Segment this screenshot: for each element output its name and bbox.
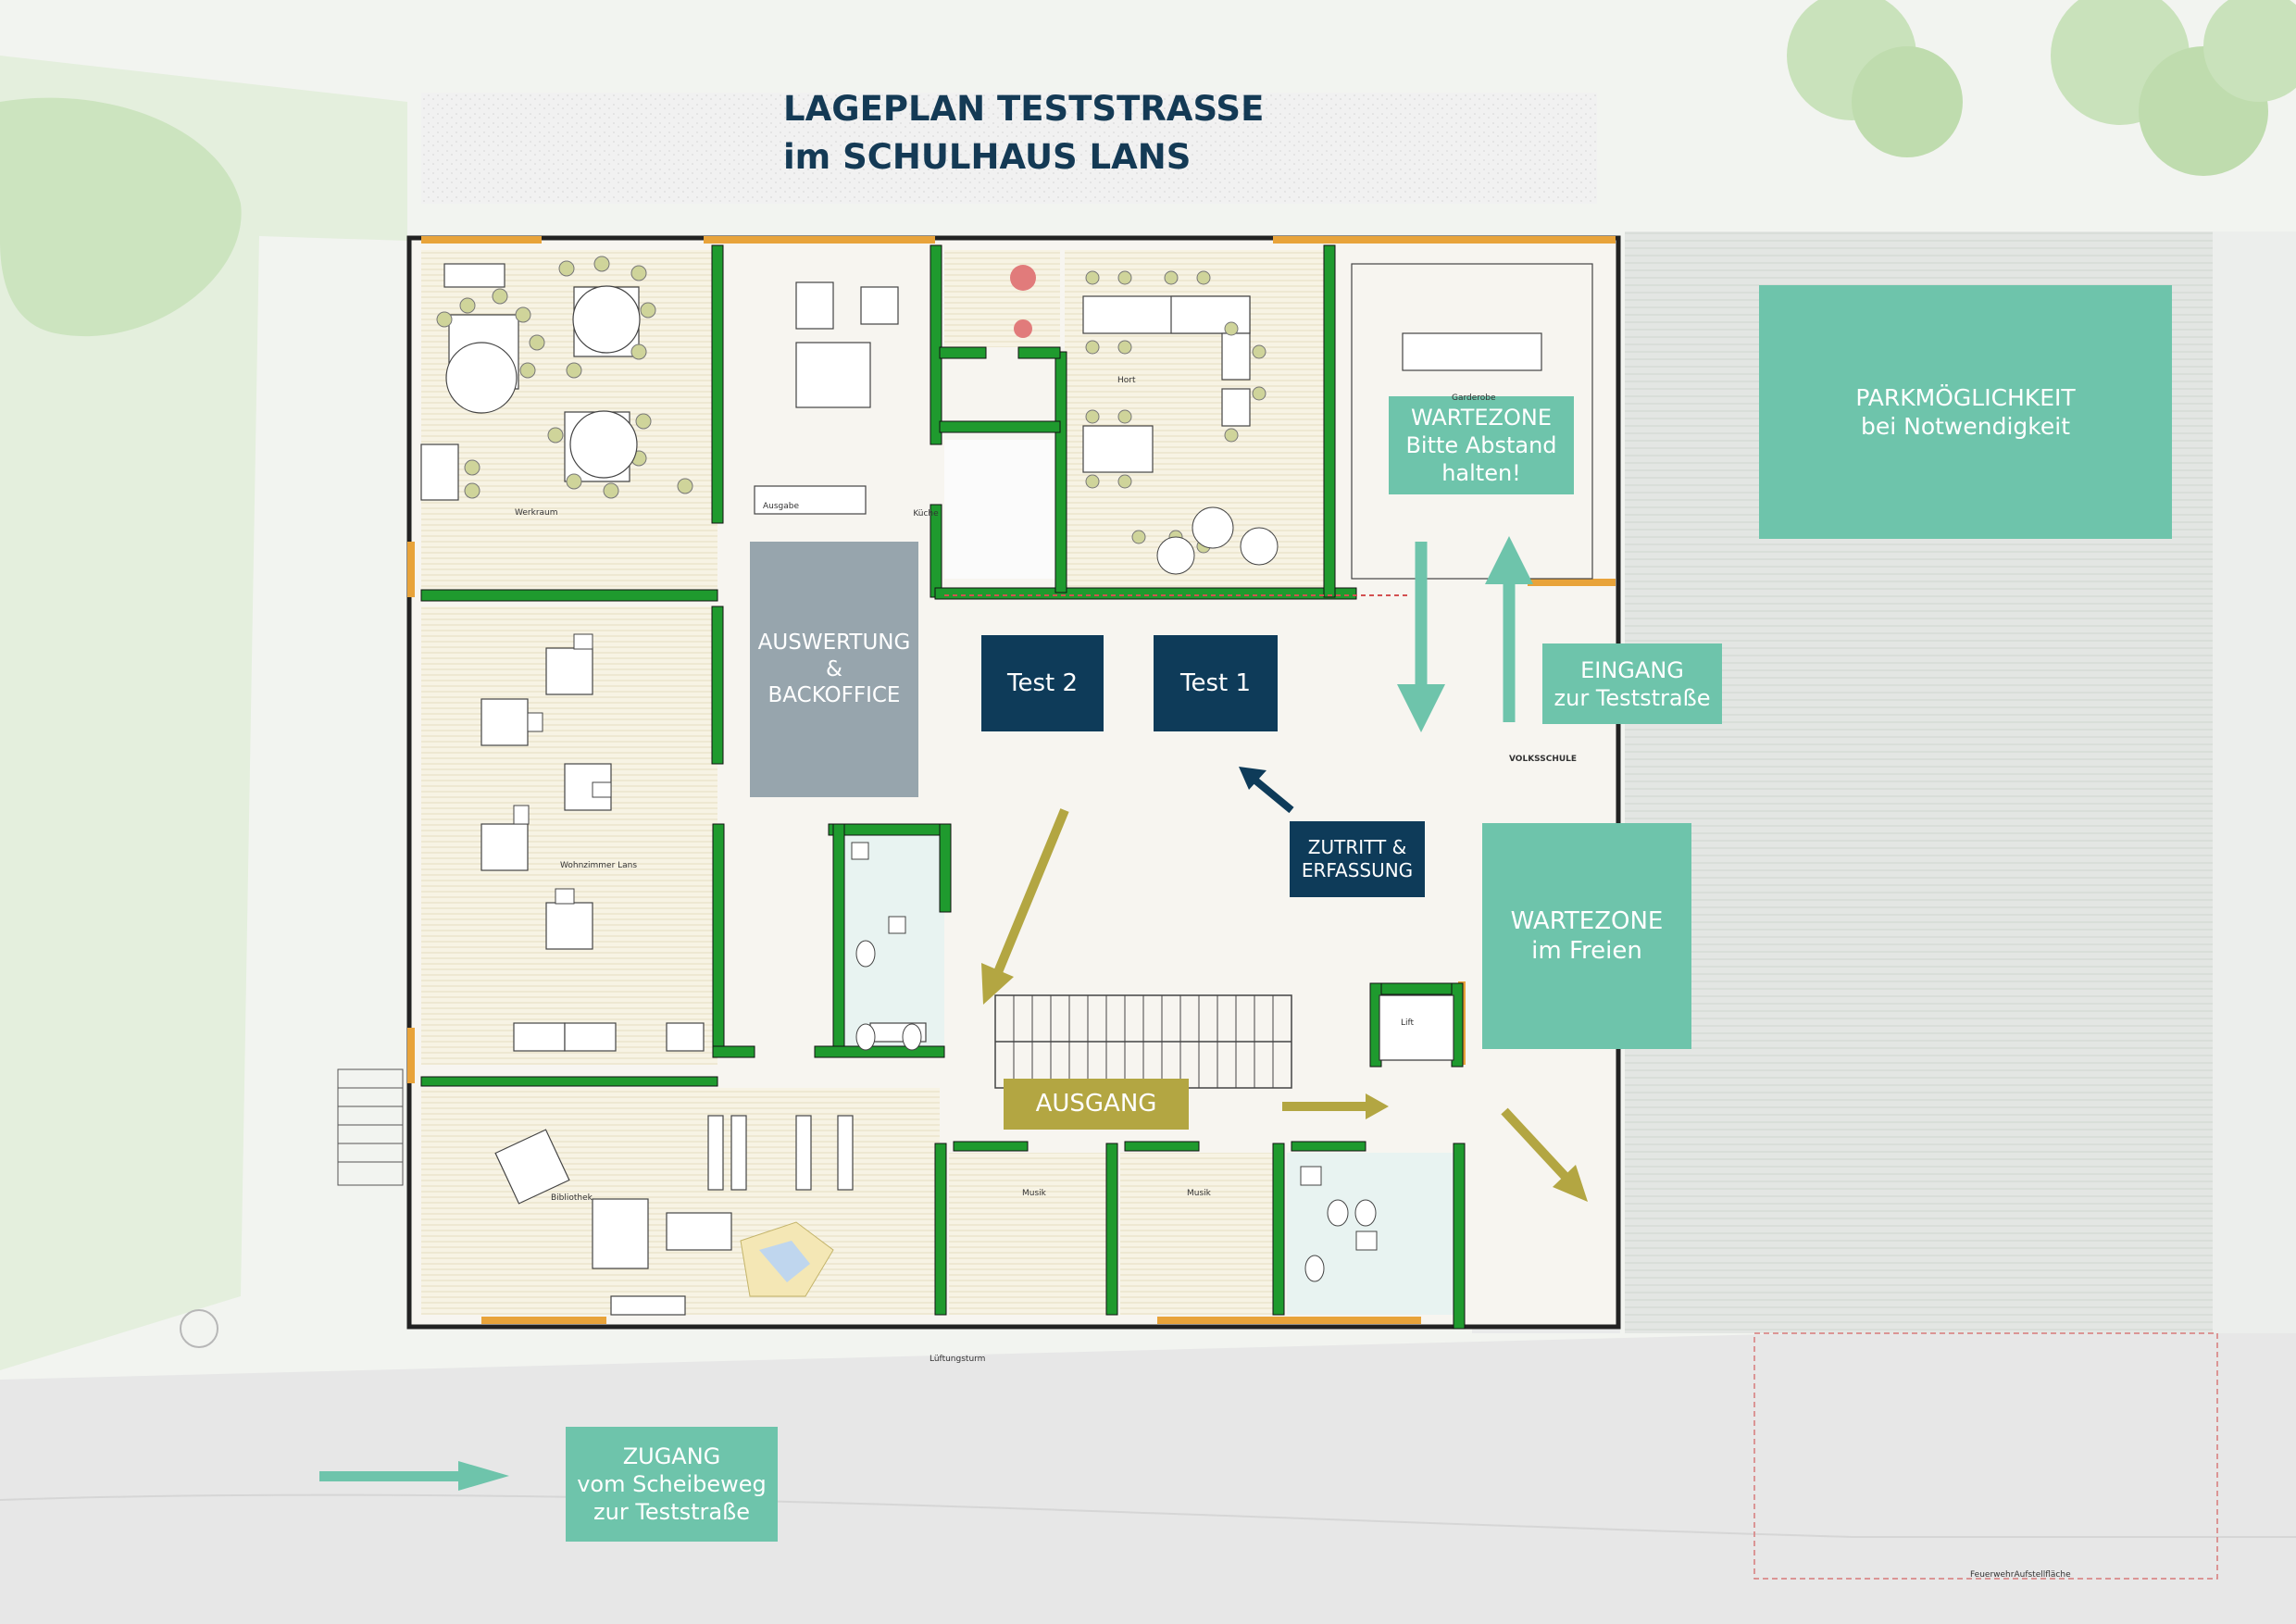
- title-line-1: LAGEPLAN TESTSTRASSE: [783, 89, 1265, 129]
- fire-brigade-zone: [1753, 1332, 2218, 1580]
- outdoor-stairs: [337, 1068, 404, 1186]
- room-label-musik-1: Musik: [1022, 1189, 1046, 1198]
- entrance-label: EINGANG zur Teststraße: [1542, 643, 1722, 724]
- lift-shaft: [1379, 994, 1454, 1061]
- umbrella-tables: [445, 285, 641, 479]
- label-line: AUSWERTUNG: [757, 630, 911, 655]
- room-label-wohnzimmer: Wohnzimmer Lans: [560, 861, 638, 870]
- library-rug: [740, 1221, 834, 1297]
- staircase: [994, 994, 1292, 1089]
- label-line: AUSGANG: [1035, 1090, 1157, 1118]
- access-label: ZUGANG vom Scheibeweg zur Teststraße: [566, 1427, 778, 1542]
- room-label-lueftung: Lüftungsturm: [930, 1355, 986, 1364]
- label-line: Test 1: [1179, 668, 1251, 697]
- label-line: PARKMÖGLICHKEIT: [1855, 383, 2076, 411]
- room-label-bibliothek: Bibliothek: [551, 1193, 593, 1203]
- label-line: ZUTRITT &: [1307, 836, 1407, 858]
- waiting-zone-indoor-label: WARTEZONE Bitte Abstand halten!: [1389, 396, 1574, 494]
- title-line-2: im SCHULHAUS LANS: [783, 137, 1192, 177]
- road: [0, 1333, 2296, 1624]
- tables-wohnzimmer: [513, 633, 612, 905]
- label-line: WARTEZONE: [1410, 405, 1553, 431]
- label-line: bei Notwendigkeit: [1860, 413, 2070, 440]
- label-line: EINGANG: [1580, 656, 1684, 683]
- green-area-west: [0, 56, 407, 1370]
- label-line: ERFASSUNG: [1301, 859, 1414, 881]
- label-line: ZUGANG: [622, 1443, 721, 1469]
- entry-direction-arrow: [1239, 767, 1294, 814]
- interior-walls: [420, 244, 1466, 1330]
- entry-registration-label: ZUTRITT & ERFASSUNG: [1290, 821, 1425, 897]
- room-bibliothek: [421, 1088, 940, 1315]
- room-label-werkraum: Werkraum: [515, 508, 558, 518]
- room-musik-1: [949, 1153, 1106, 1315]
- access-arrow: [319, 1461, 509, 1491]
- room-label-garderobe: Garderobe: [1452, 394, 1496, 403]
- label-line: &: [826, 656, 842, 681]
- parking-label: PARKMÖGLICHKEIT bei Notwendigkeit: [1759, 285, 2172, 539]
- room-label-lift: Lift: [1401, 1018, 1415, 1028]
- accessibility-icon: [180, 1309, 218, 1348]
- exit-arrows: [981, 808, 1588, 1202]
- label-line: im Freien: [1531, 937, 1642, 965]
- armchair: [1010, 265, 1036, 291]
- room-label-hort: Hort: [1117, 376, 1136, 385]
- waiting-zone-outdoor-label: WARTEZONE im Freien: [1482, 823, 1691, 1049]
- room-musik-2: [1120, 1153, 1273, 1315]
- outer-walls: [406, 235, 1621, 1330]
- label-line: Bitte Abstand: [1405, 432, 1557, 458]
- hort-round-tables: [1156, 506, 1279, 575]
- north-terrace: [421, 93, 1597, 204]
- label-line: Test 2: [1006, 668, 1078, 697]
- room-label-ausgabe: Ausgabe: [763, 502, 800, 511]
- wc-fixtures: [851, 842, 1378, 1282]
- label-line: zur Teststraße: [593, 1499, 750, 1525]
- label-line: zur Teststraße: [1554, 684, 1711, 711]
- entrance-arrows: [1397, 536, 1533, 732]
- label-line: BACKOFFICE: [767, 683, 901, 708]
- label-line: halten!: [1441, 460, 1521, 486]
- label-line: WARTEZONE: [1510, 906, 1664, 935]
- label-feuerwehr: FeuerwehrAufstellfläche: [1970, 1570, 2071, 1580]
- label-line: vom Scheibeweg: [577, 1471, 767, 1497]
- building-label-volksschule: VOLKSSCHULE: [1509, 755, 1578, 764]
- test-1-label: Test 1: [1154, 635, 1278, 731]
- evaluation-backoffice-label: AUSWERTUNG & BACKOFFICE: [750, 542, 918, 797]
- plan-title: LAGEPLAN TESTSTRASSE im SCHULHAUS LANS: [783, 85, 1264, 181]
- test-2-label: Test 2: [981, 635, 1104, 731]
- room-label-musik-2: Musik: [1187, 1189, 1211, 1198]
- exit-label: AUSGANG: [1004, 1079, 1189, 1130]
- room-label-kueche: Küche: [913, 509, 939, 518]
